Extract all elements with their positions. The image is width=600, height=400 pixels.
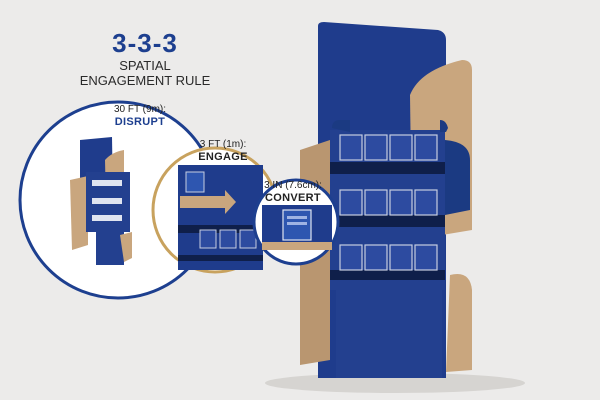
shelf-gap-1 [330, 162, 445, 174]
kraft-panel-lower [446, 274, 472, 372]
shelf-gap-2 [330, 215, 445, 227]
callout-disrupt-distance: 30 FT (9m): [113, 104, 167, 115]
callout-engage-distance: 3 FT (1m): [199, 139, 247, 150]
callout-convert: 3 IN (7.6cm): CONVERT [248, 180, 338, 204]
shelf-gap-3 [330, 270, 445, 280]
callout-engage-label: ENGAGE [198, 151, 248, 163]
product-row-3 [339, 244, 438, 271]
rule-subtitle: SPATIAL ENGAGEMENT RULE [55, 58, 235, 88]
callout-convert-label: CONVERT [265, 192, 321, 204]
rule-title: 3-3-3 [112, 28, 178, 58]
subtitle-line-2: ENGAGEMENT RULE [79, 73, 211, 88]
callout-convert-distance: 3 IN (7.6cm): [264, 180, 322, 191]
callout-disrupt-label: DISRUPT [114, 116, 166, 128]
callout-engage: 3 FT (1m): ENGAGE [173, 139, 273, 163]
product-row-1 [339, 134, 438, 161]
callout-disrupt: 30 FT (9m): DISRUPT [80, 104, 200, 128]
mini-display-far [70, 137, 132, 265]
front-base-panel [336, 282, 442, 378]
mini-display-near [178, 165, 263, 270]
product-row-2 [339, 189, 438, 216]
arrow-icon [180, 190, 236, 214]
mini-product-closeup [262, 205, 332, 250]
subtitle-line-1: SPATIAL [119, 58, 171, 73]
